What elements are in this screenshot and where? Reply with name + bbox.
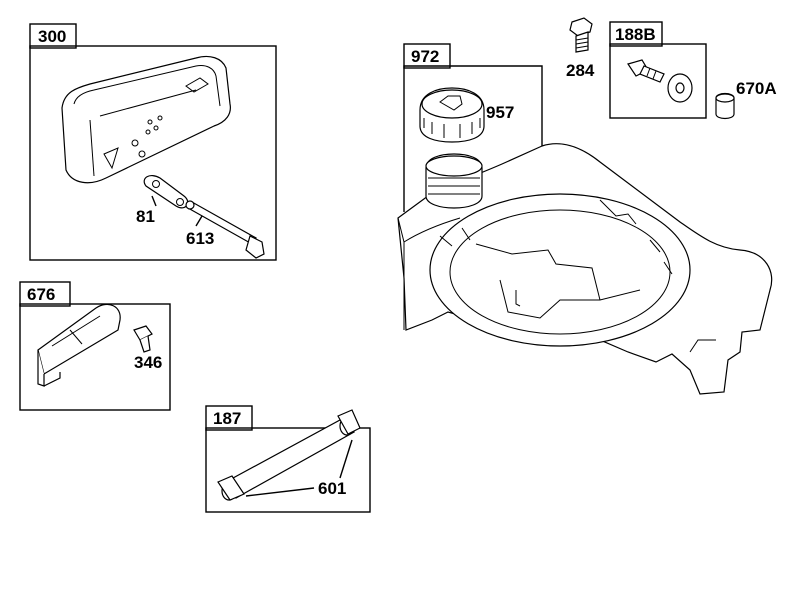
leader-81 bbox=[151, 195, 157, 207]
muffler bbox=[61, 55, 231, 184]
callout-284: 284 bbox=[566, 61, 595, 80]
fuel-tank bbox=[397, 143, 773, 395]
label-box-187 bbox=[205, 405, 253, 431]
callout-81: 81 bbox=[136, 207, 155, 226]
leader-601-a bbox=[245, 487, 315, 497]
callout-300: 300 bbox=[38, 27, 66, 46]
group-187-frame bbox=[205, 427, 371, 513]
leader-601-b bbox=[339, 439, 353, 479]
group-300-muffler: 300 81 613 bbox=[29, 23, 277, 261]
callout-957: 957 bbox=[486, 103, 514, 122]
callout-972: 972 bbox=[411, 47, 439, 66]
mount-washer bbox=[667, 73, 693, 103]
spacer: 670A bbox=[715, 79, 777, 120]
muffler-gasket bbox=[143, 174, 189, 209]
leader-613 bbox=[195, 215, 203, 227]
group-188b-mount-screw: 188B bbox=[609, 21, 707, 119]
label-box-676 bbox=[19, 281, 71, 307]
group-300-frame bbox=[29, 45, 277, 261]
deflector bbox=[37, 303, 121, 387]
callout-613: 613 bbox=[186, 229, 214, 248]
fuel-line bbox=[217, 409, 361, 501]
group-676-frame bbox=[19, 303, 171, 411]
label-box-188b bbox=[609, 21, 663, 47]
label-box-972 bbox=[403, 43, 451, 69]
fuel-cap bbox=[419, 87, 485, 143]
callout-676: 676 bbox=[27, 285, 55, 304]
callout-188b: 188B bbox=[615, 25, 656, 44]
callout-346: 346 bbox=[134, 353, 162, 372]
label-box-300 bbox=[29, 23, 77, 49]
callout-601: 601 bbox=[318, 479, 346, 498]
deflector-screw bbox=[133, 325, 153, 353]
callout-187: 187 bbox=[213, 409, 241, 428]
group-676-deflector: 676 346 bbox=[19, 281, 171, 411]
group-972-frame bbox=[403, 65, 543, 212]
group-187-fuel-line: 187 601 bbox=[205, 405, 371, 513]
callout-670a: 670A bbox=[736, 79, 777, 98]
group-972-fuel-tank: 972 957 bbox=[397, 43, 773, 395]
tank-screw: 284 bbox=[566, 17, 595, 80]
muffler-screw bbox=[185, 200, 265, 259]
mount-screw bbox=[627, 59, 665, 83]
group-188b-frame bbox=[609, 43, 707, 119]
